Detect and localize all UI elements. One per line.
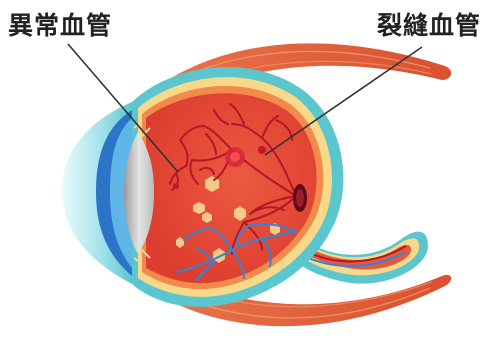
optic-disc — [293, 184, 307, 212]
label-ruptured-vessels: 裂縫血管 — [377, 13, 481, 38]
label-abnormal-vessels: 異常血管 — [8, 13, 112, 38]
cornea — [62, 102, 132, 284]
